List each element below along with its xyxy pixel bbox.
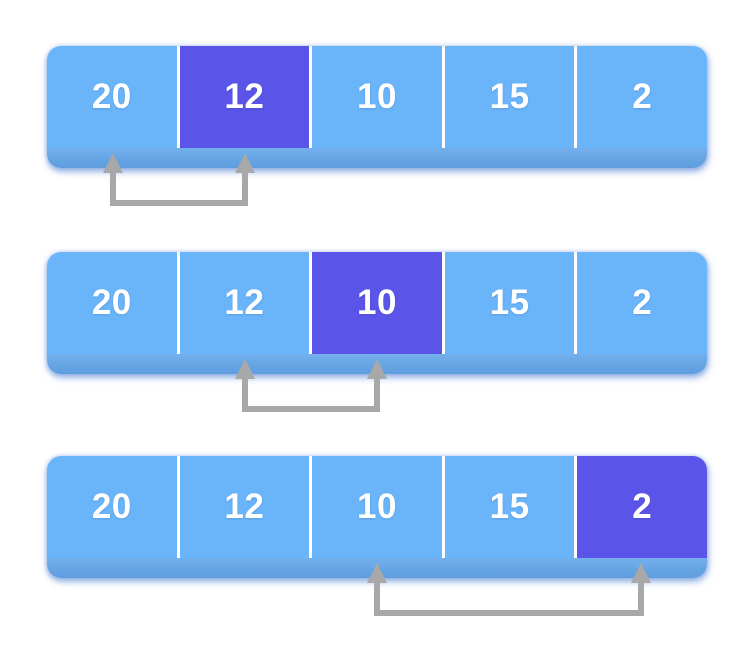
array-face-step-2: 20 12 10 15 2 (47, 252, 707, 354)
array-cell-r1-c1: 12 (179, 252, 313, 354)
cell-value: 12 (224, 283, 265, 322)
bar-bottom-edge (47, 354, 707, 374)
array-cell-r0-c1: 12 (179, 46, 313, 148)
cell-value: 15 (489, 487, 530, 526)
array-bar-step-2: 20 12 10 15 2 (47, 252, 707, 374)
cell-value: 10 (357, 487, 397, 526)
array-bar-step-3: 20 12 10 15 2 (47, 456, 707, 578)
array-cell-r2-c1: 12 (179, 456, 313, 558)
cell-value: 2 (632, 487, 653, 526)
array-cell-r1-c3: 15 (444, 252, 578, 354)
cell-value: 10 (357, 77, 397, 116)
cell-value: 10 (357, 283, 397, 322)
array-cell-r0-c2: 10 (312, 46, 445, 148)
cell-value: 20 (91, 487, 132, 526)
cell-value: 20 (91, 77, 132, 116)
array-face-step-1: 20 12 10 15 2 (47, 46, 707, 148)
array-cell-r0-c3: 15 (444, 46, 578, 148)
array-face-step-3: 20 12 10 15 2 (47, 456, 707, 558)
array-cell-r2-c4: 2 (577, 456, 707, 558)
array-cell-r0-c0: 20 (47, 46, 180, 148)
array-cell-r2-c3: 15 (444, 456, 578, 558)
array-cell-r2-c0: 20 (47, 456, 180, 558)
cell-value: 15 (489, 283, 530, 322)
array-cell-r0-c4: 2 (577, 46, 707, 148)
bar-bottom-edge (47, 558, 707, 578)
cell-value: 12 (224, 77, 265, 116)
array-cell-r1-c0: 20 (47, 252, 180, 354)
cell-value: 2 (632, 77, 653, 116)
bar-bottom-edge (47, 148, 707, 168)
cell-value: 15 (489, 77, 530, 116)
array-cell-r1-c4: 2 (577, 252, 707, 354)
cell-value: 2 (632, 283, 653, 322)
array-cell-r2-c2: 10 (312, 456, 445, 558)
array-bar-step-1: 20 12 10 15 2 (47, 46, 707, 168)
array-cell-r1-c2: 10 (312, 252, 445, 354)
cell-value: 20 (91, 283, 132, 322)
cell-value: 12 (224, 487, 265, 526)
